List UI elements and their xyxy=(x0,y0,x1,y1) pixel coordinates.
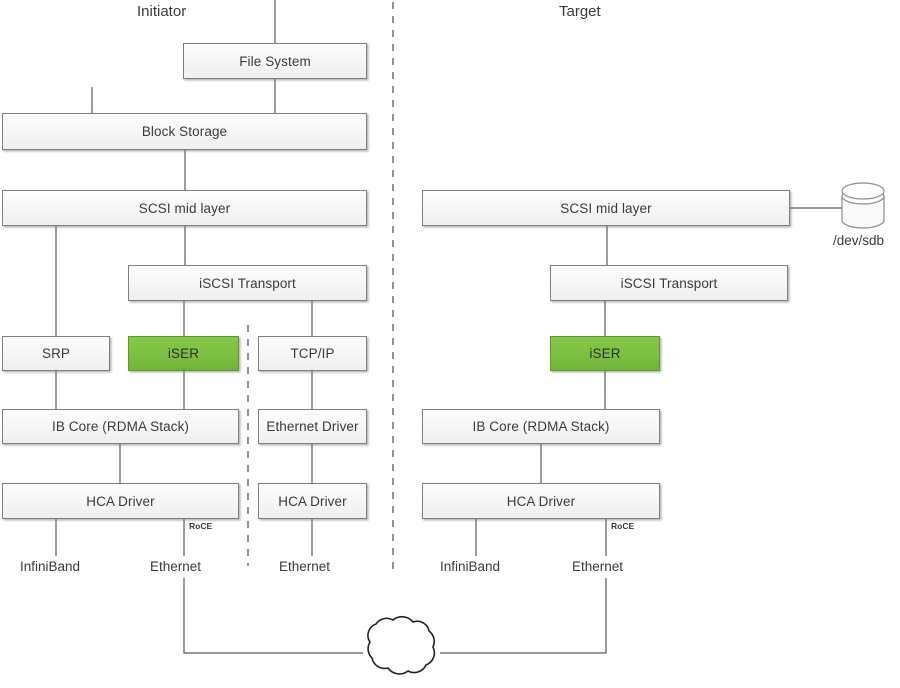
box-iser-initiator[interactable]: iSER xyxy=(128,336,239,371)
label-ethernet-initiator-roce: Ethernet xyxy=(150,559,202,574)
box-scsi-mid-layer-initiator[interactable]: SCSI mid layer xyxy=(2,190,367,226)
box-iscsi-transport-initiator[interactable]: iSCSI Transport xyxy=(128,265,367,301)
box-hca-driver-rdma[interactable]: HCA Driver xyxy=(2,483,239,519)
label-ethernet-target: Ethernet xyxy=(572,559,624,574)
box-tcpip[interactable]: TCP/IP xyxy=(258,336,367,371)
section-title-initiator: Initiator xyxy=(137,3,187,20)
label-infiniband-target: InfiniBand xyxy=(440,559,501,574)
label-infiniband-initiator: InfiniBand xyxy=(20,559,81,574)
box-scsi-mid-layer-target[interactable]: SCSI mid layer xyxy=(422,190,790,226)
box-iscsi-transport-target[interactable]: iSCSI Transport xyxy=(550,265,788,301)
box-srp[interactable]: SRP xyxy=(2,336,110,371)
line-target-to-cloud xyxy=(440,578,607,654)
section-title-target: Target xyxy=(559,3,601,20)
box-hca-driver-ethernet[interactable]: HCA Driver xyxy=(258,483,367,519)
box-block-storage[interactable]: Block Storage xyxy=(2,113,367,150)
box-ib-core-initiator[interactable]: IB Core (RDMA Stack) xyxy=(2,409,239,444)
box-ib-core-target[interactable]: IB Core (RDMA Stack) xyxy=(422,409,660,444)
network-cloud-icon xyxy=(367,615,436,675)
label-storage-device: /dev/sdb xyxy=(833,233,885,248)
label-roce-target: RoCE xyxy=(611,521,635,531)
line-initiator-to-cloud xyxy=(183,578,363,654)
box-ethernet-driver[interactable]: Ethernet Driver xyxy=(258,409,367,444)
box-iser-target[interactable]: iSER xyxy=(550,336,660,371)
storage-disk-icon xyxy=(841,182,885,229)
label-roce-initiator: RoCE xyxy=(189,521,213,531)
box-hca-driver-target[interactable]: HCA Driver xyxy=(422,483,660,519)
label-ethernet-initiator-tcp: Ethernet xyxy=(279,559,331,574)
box-file-system[interactable]: File System xyxy=(183,43,367,79)
